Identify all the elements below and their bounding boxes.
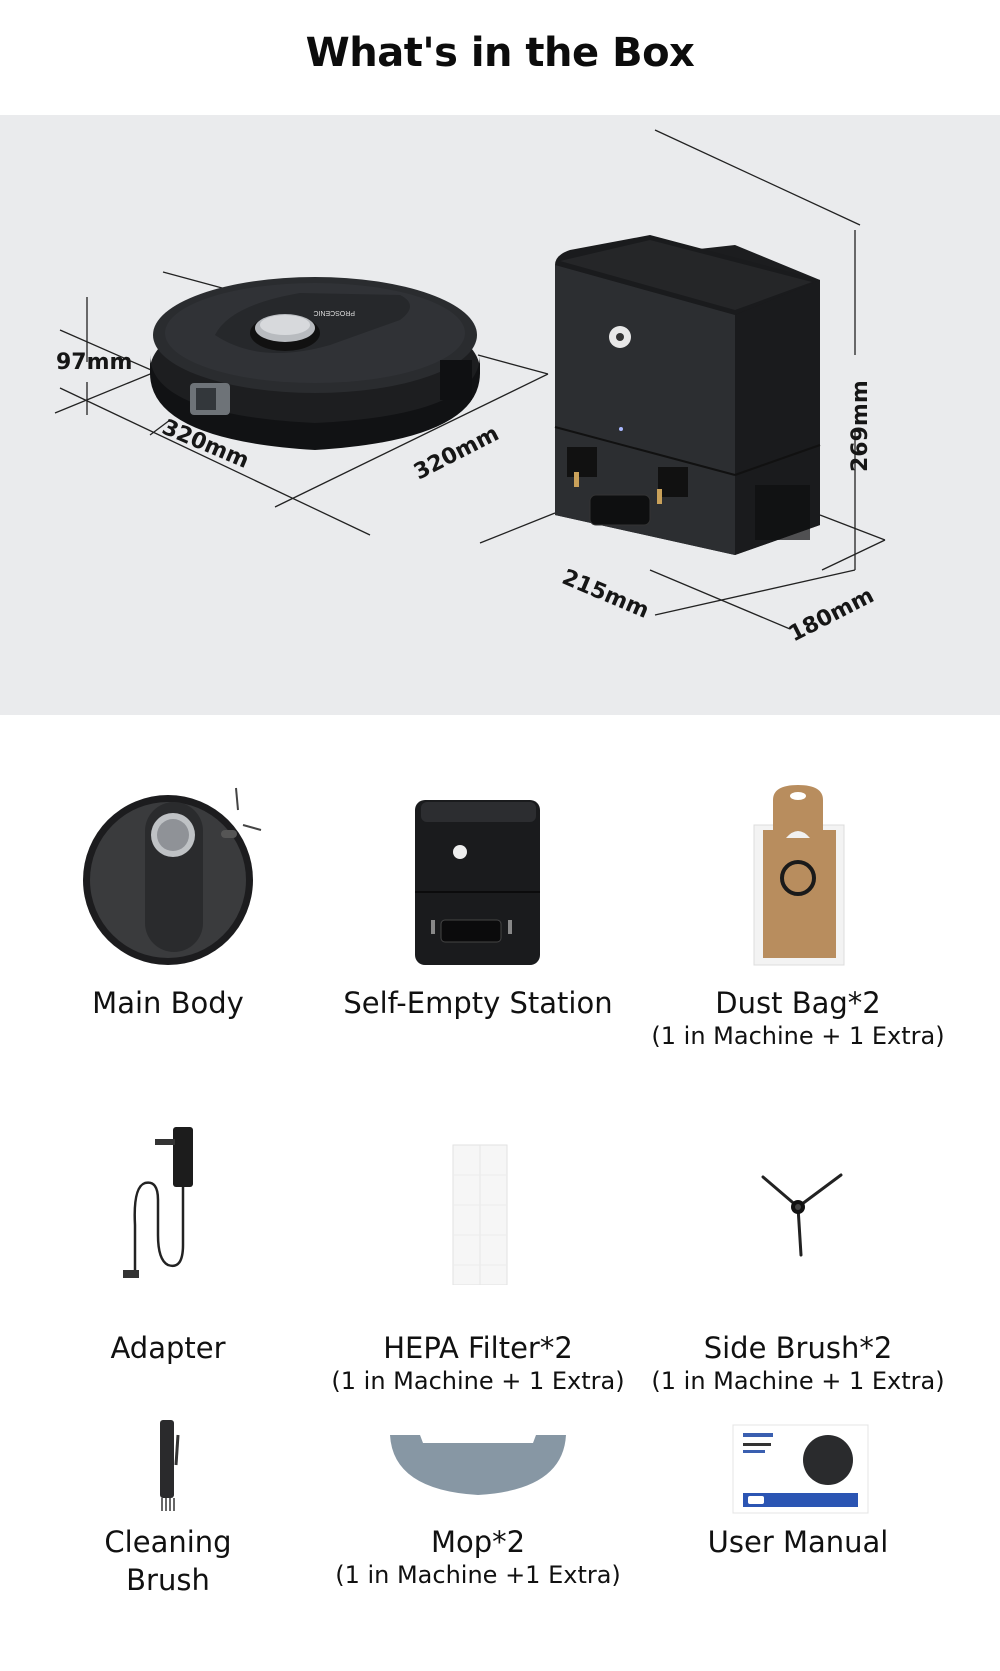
robot-height-label: 97mm xyxy=(56,350,133,375)
mop-pad-icon xyxy=(388,1415,568,1515)
hepa-filter-icon xyxy=(443,1125,513,1286)
station-height-label: 269mm xyxy=(848,380,873,472)
robot-vacuum-icon xyxy=(73,780,263,970)
item-name: Side Brush*2 xyxy=(703,1331,893,1365)
item-user-manual: User Manual xyxy=(638,1415,958,1561)
page-title: What's in the Box xyxy=(305,30,695,76)
item-self-empty-station: Self-Empty Station xyxy=(318,780,638,1022)
item-dust-bag: Dust Bag*2 (1 in Machine + 1 Extra) xyxy=(638,780,958,1050)
dimensions-illustration: PROSCENIC xyxy=(54,129,886,630)
item-subtitle: (1 in Machine + 1 Extra) xyxy=(651,1367,945,1395)
cleaning-brush-icon xyxy=(148,1415,188,1515)
item-main-body: Main Body xyxy=(8,780,328,1022)
item-name: User Manual xyxy=(707,1525,889,1559)
power-adapter-icon xyxy=(113,1125,223,1285)
item-name: Mop*2 xyxy=(430,1525,526,1559)
item-subtitle: (1 in Machine +1 Extra) xyxy=(335,1561,621,1589)
item-name: Cleaning Brush xyxy=(104,1525,232,1597)
item-side-brush: Side Brush*2 (1 in Machine + 1 Extra) xyxy=(638,1125,958,1395)
dust-bag-icon xyxy=(748,780,848,970)
item-cleaning-brush: Cleaning Brush xyxy=(8,1415,328,1599)
user-manual-icon xyxy=(723,1415,873,1515)
item-hepa-filter: HEPA Filter*2 (1 in Machine + 1 Extra) xyxy=(318,1125,638,1395)
item-adapter: Adapter xyxy=(8,1125,328,1367)
item-mop: Mop*2 (1 in Machine +1 Extra) xyxy=(318,1415,638,1589)
item-name: HEPA Filter*2 xyxy=(383,1331,573,1365)
item-name: Self-Empty Station xyxy=(343,986,613,1020)
side-brush-icon xyxy=(743,1125,853,1285)
item-name: Adapter xyxy=(110,1331,226,1365)
robot-vacuum-illustration: PROSCENIC xyxy=(150,277,480,450)
self-empty-station-icon xyxy=(403,780,553,970)
svg-text:PROSCENIC: PROSCENIC xyxy=(313,309,355,316)
item-name: Main Body xyxy=(92,986,244,1020)
item-subtitle: (1 in Machine + 1 Extra) xyxy=(651,1022,945,1050)
item-subtitle: (1 in Machine + 1 Extra) xyxy=(331,1367,625,1395)
dimensions-panel: PROSCENIC 97mm 320mm 320mm 269mm 215m xyxy=(0,115,1000,715)
station-illustration xyxy=(554,235,821,555)
item-name: Dust Bag*2 xyxy=(715,986,881,1020)
